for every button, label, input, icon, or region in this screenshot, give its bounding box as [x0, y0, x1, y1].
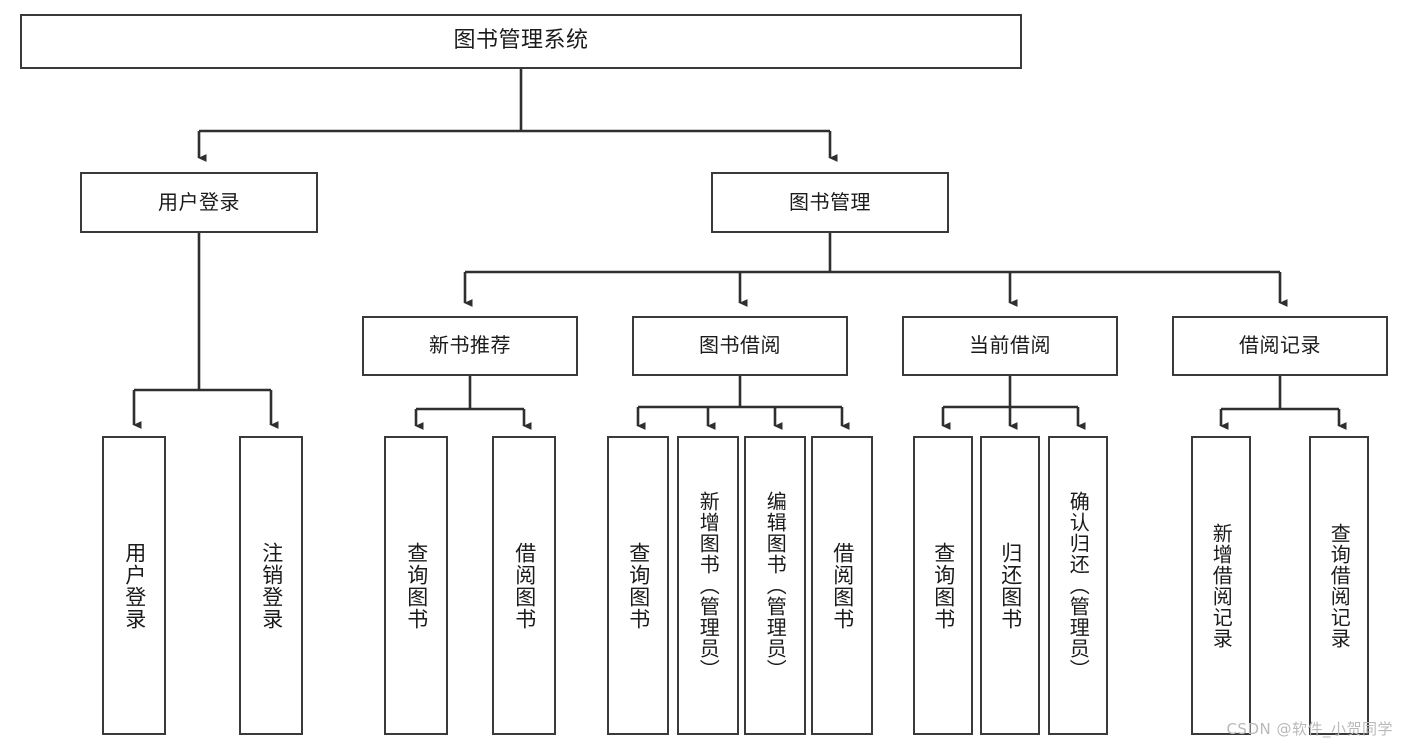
node-root-system[interactable]: 图书管理系统: [20, 14, 1022, 69]
node-book-management[interactable]: 图书管理: [711, 172, 949, 233]
node-borrow-record[interactable]: 借阅记录: [1172, 316, 1388, 376]
node-label: 用户登录: [122, 541, 147, 630]
node-leaf-query-borrow-record[interactable]: 查询借阅记录: [1309, 436, 1369, 735]
node-label: 用户登录: [158, 189, 240, 214]
node-label: 查询图书: [626, 541, 651, 630]
node-leaf-return-book[interactable]: 归还图书: [980, 436, 1040, 735]
node-label: 图书管理系统: [453, 28, 589, 54]
node-new-book-recommend[interactable]: 新书推荐: [362, 316, 578, 376]
node-label: 查询图书: [404, 541, 429, 630]
node-label: 借阅记录: [1239, 333, 1321, 358]
node-leaf-add-borrow-record[interactable]: 新增借阅记录: [1191, 436, 1251, 735]
node-leaf-borrow-book[interactable]: 借阅图书: [811, 436, 873, 735]
csdn-watermark: CSDN @软件_小贺同学: [1226, 720, 1393, 738]
node-label: 借阅图书: [512, 541, 537, 630]
node-leaf-query-book-borrow[interactable]: 查询图书: [607, 436, 669, 735]
node-label: 新书推荐: [429, 333, 511, 358]
node-label: 编辑图书（管理员）: [763, 491, 788, 680]
node-current-borrow[interactable]: 当前借阅: [902, 316, 1118, 376]
node-leaf-user-login[interactable]: 用户登录: [102, 436, 166, 735]
node-label: 查询图书: [931, 541, 956, 630]
node-label: 借阅图书: [830, 541, 855, 630]
node-label: 新增借阅记录: [1209, 522, 1234, 649]
node-label: 注销登录: [259, 541, 284, 630]
node-leaf-query-book-recommend[interactable]: 查询图书: [384, 436, 448, 735]
node-user-login[interactable]: 用户登录: [80, 172, 318, 233]
node-label: 归还图书: [998, 541, 1023, 630]
node-leaf-add-book[interactable]: 新增图书（管理员）: [677, 436, 739, 735]
node-label: 图书管理: [789, 189, 871, 214]
node-leaf-edit-book[interactable]: 编辑图书（管理员）: [744, 436, 806, 735]
node-label: 图书借阅: [699, 333, 781, 358]
node-leaf-confirm-return[interactable]: 确认归还（管理员）: [1048, 436, 1108, 735]
node-leaf-logout-login[interactable]: 注销登录: [239, 436, 303, 735]
node-label: 确认归还（管理员）: [1066, 491, 1091, 680]
node-leaf-query-book-current[interactable]: 查询图书: [913, 436, 973, 735]
node-label: 当前借阅: [969, 333, 1051, 358]
node-label: 新增图书（管理员）: [696, 491, 721, 680]
node-label: 查询借阅记录: [1327, 522, 1352, 649]
node-book-borrow[interactable]: 图书借阅: [632, 316, 848, 376]
node-leaf-borrow-book-recommend[interactable]: 借阅图书: [492, 436, 556, 735]
